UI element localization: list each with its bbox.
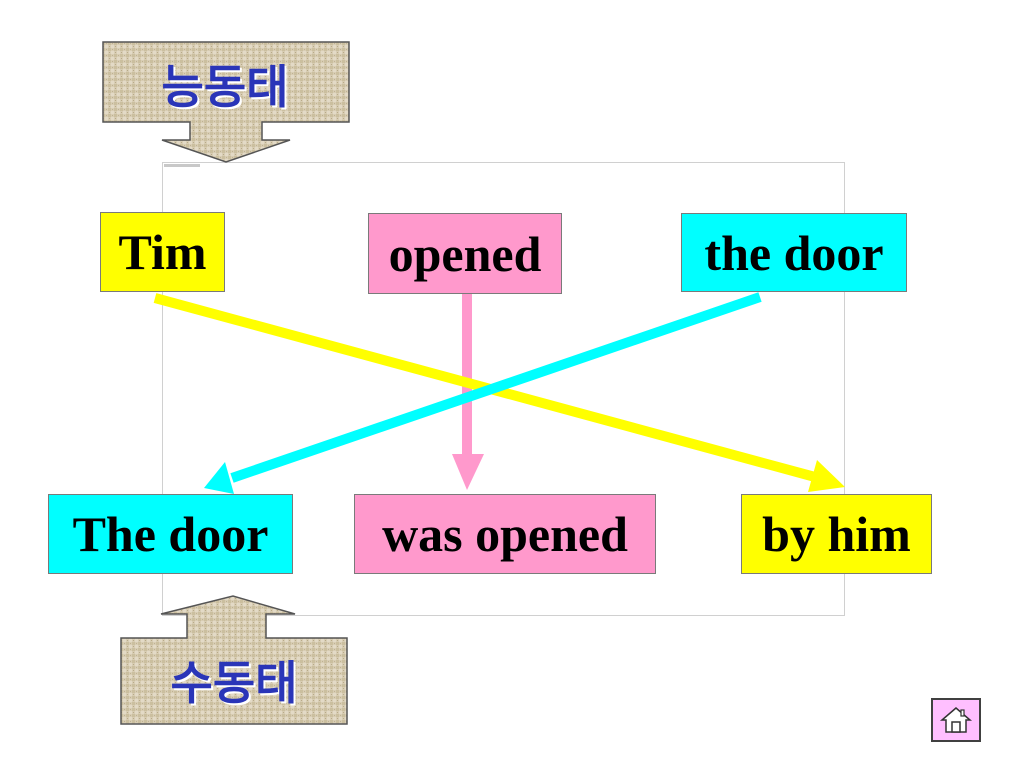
word-tim: Tim <box>100 212 225 292</box>
home-icon <box>939 707 973 733</box>
word-was-opened: was opened <box>354 494 656 574</box>
arrow-opened-to-was-opened <box>452 290 484 490</box>
active-voice-label: 능동태 <box>161 60 289 114</box>
passive-voice-label: 수동태 <box>170 656 298 710</box>
arrow-tim-to-by-him <box>153 293 845 492</box>
frame-marker <box>164 164 200 167</box>
arrow-the-door-to-the-door <box>204 292 762 494</box>
active-voice-callout <box>102 41 350 163</box>
home-button[interactable] <box>931 698 981 742</box>
word-opened: opened <box>368 213 562 294</box>
word-the-door: the door <box>681 213 907 292</box>
slide-frame <box>162 162 845 616</box>
passive-voice-callout <box>120 595 348 725</box>
word-the-door-passive: The door <box>48 494 293 574</box>
word-by-him: by him <box>741 494 932 574</box>
